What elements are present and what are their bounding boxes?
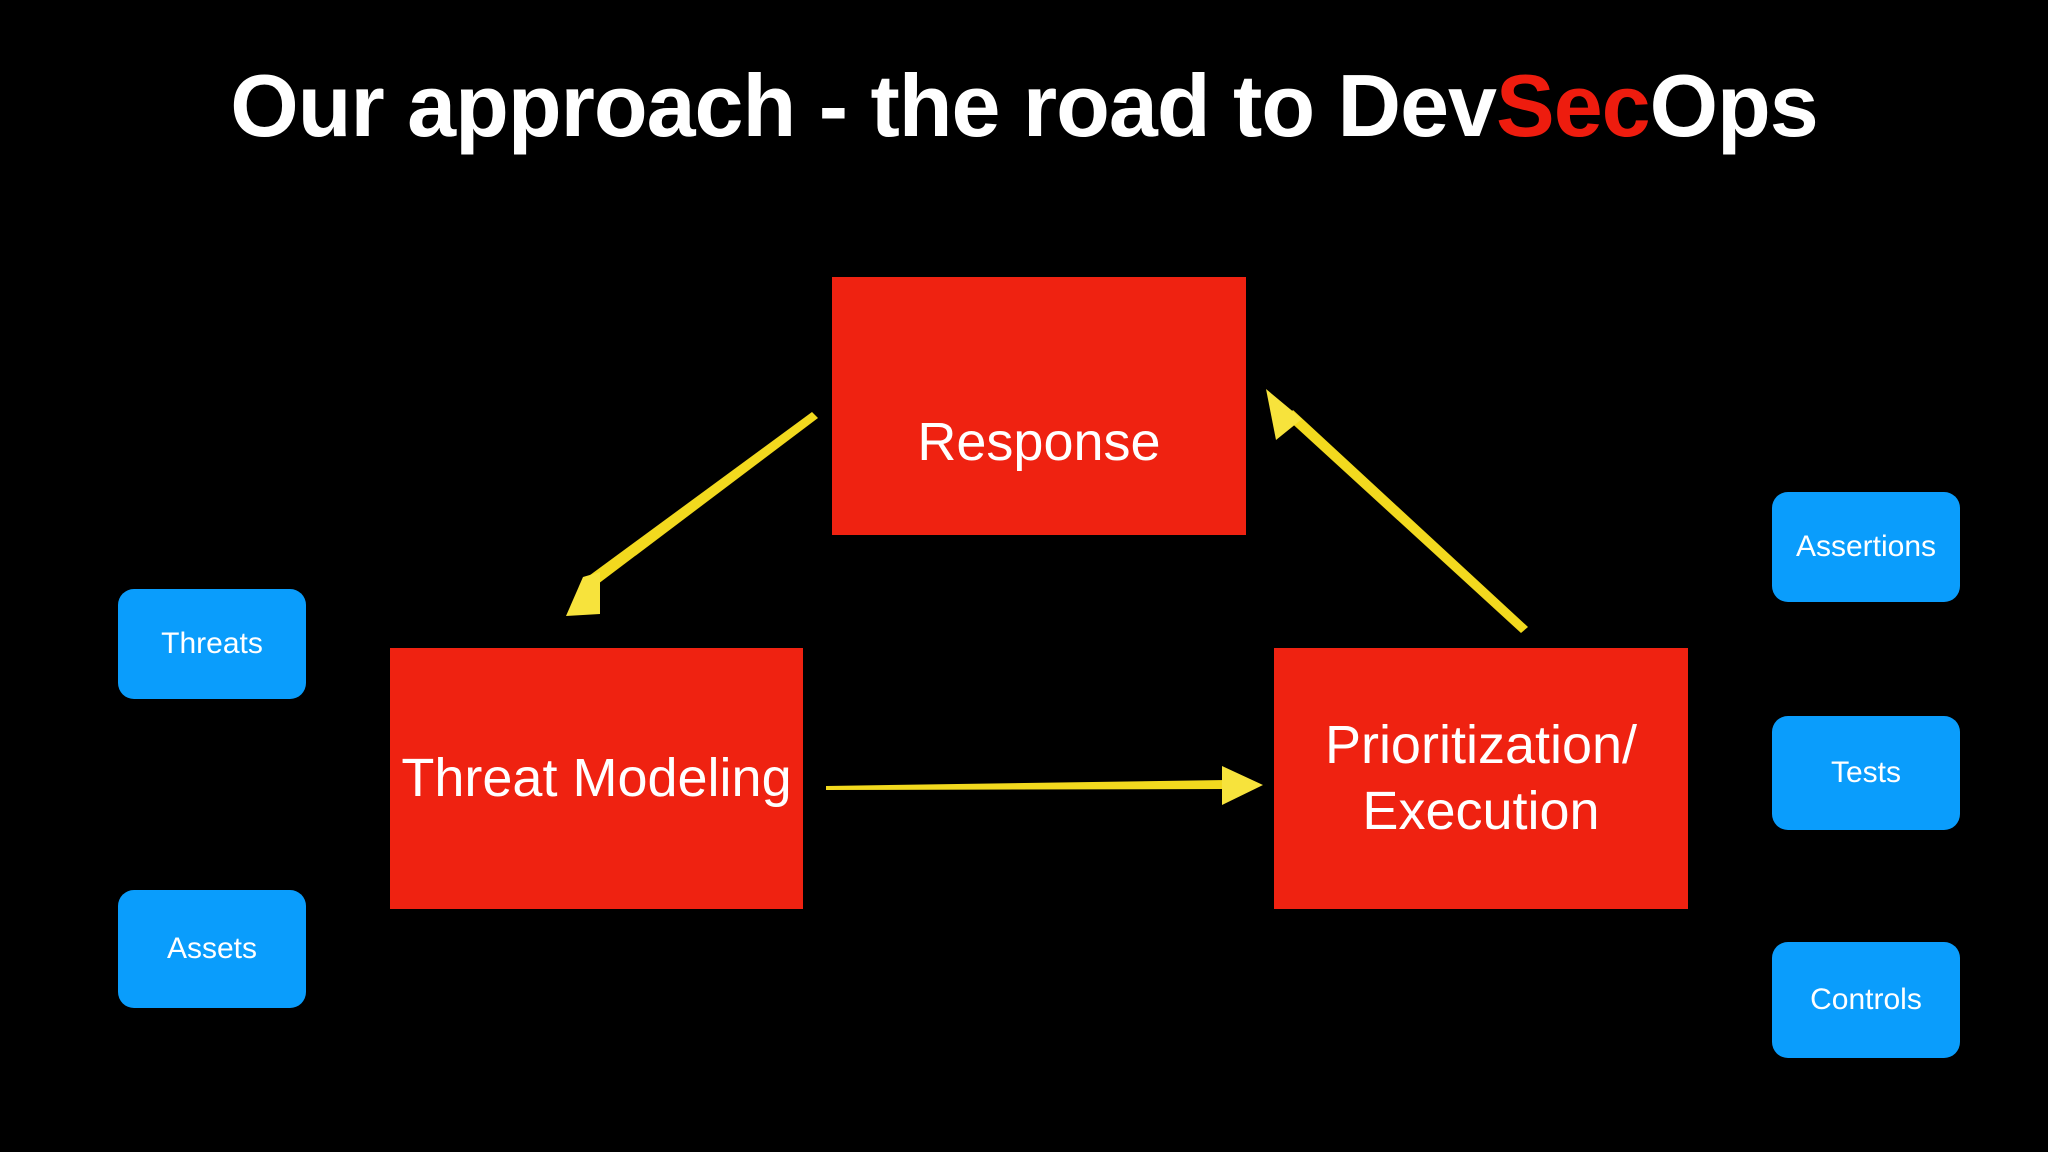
tag-box-tests[interactable]: Tests — [1772, 716, 1960, 830]
process-box-response-label: Response — [917, 412, 1161, 473]
tag-box-assertions[interactable]: Assertions — [1772, 492, 1960, 602]
page-title-accent: Sec — [1496, 56, 1651, 155]
process-box-threat-modeling-label: Threat Modeling — [401, 747, 792, 808]
tag-box-assertions-label: Assertions — [1795, 530, 1937, 563]
page-title: Our approach - the road to DevSecOps — [0, 62, 2048, 150]
process-box-threat-modeling[interactable]: Threat Modeling — [390, 648, 803, 909]
process-box-prioritization[interactable]: Prioritization/ Execution — [1274, 648, 1688, 909]
arrow-prioritization-to-response — [1266, 389, 1528, 633]
arrow-threat-modeling-to-prioritization — [826, 766, 1263, 805]
tag-box-tests-label: Tests — [1830, 756, 1902, 789]
tag-box-controls[interactable]: Controls — [1772, 942, 1960, 1058]
page-title-part2: Ops — [1649, 56, 1819, 155]
process-box-prioritization-label: Prioritization/ Execution — [1324, 714, 1638, 841]
process-box-response[interactable]: Response — [832, 277, 1246, 535]
tag-box-threats-label: Threats — [161, 627, 263, 660]
page-title-part1: Our approach - the road to Dev — [230, 56, 1497, 155]
tag-box-controls-label: Controls — [1810, 983, 1922, 1016]
arrow-response-to-threat-modeling — [566, 412, 818, 616]
tag-box-assets[interactable]: Assets — [118, 890, 306, 1008]
tag-box-assets-label: Assets — [166, 932, 258, 965]
tag-box-threats[interactable]: Threats — [118, 589, 306, 699]
